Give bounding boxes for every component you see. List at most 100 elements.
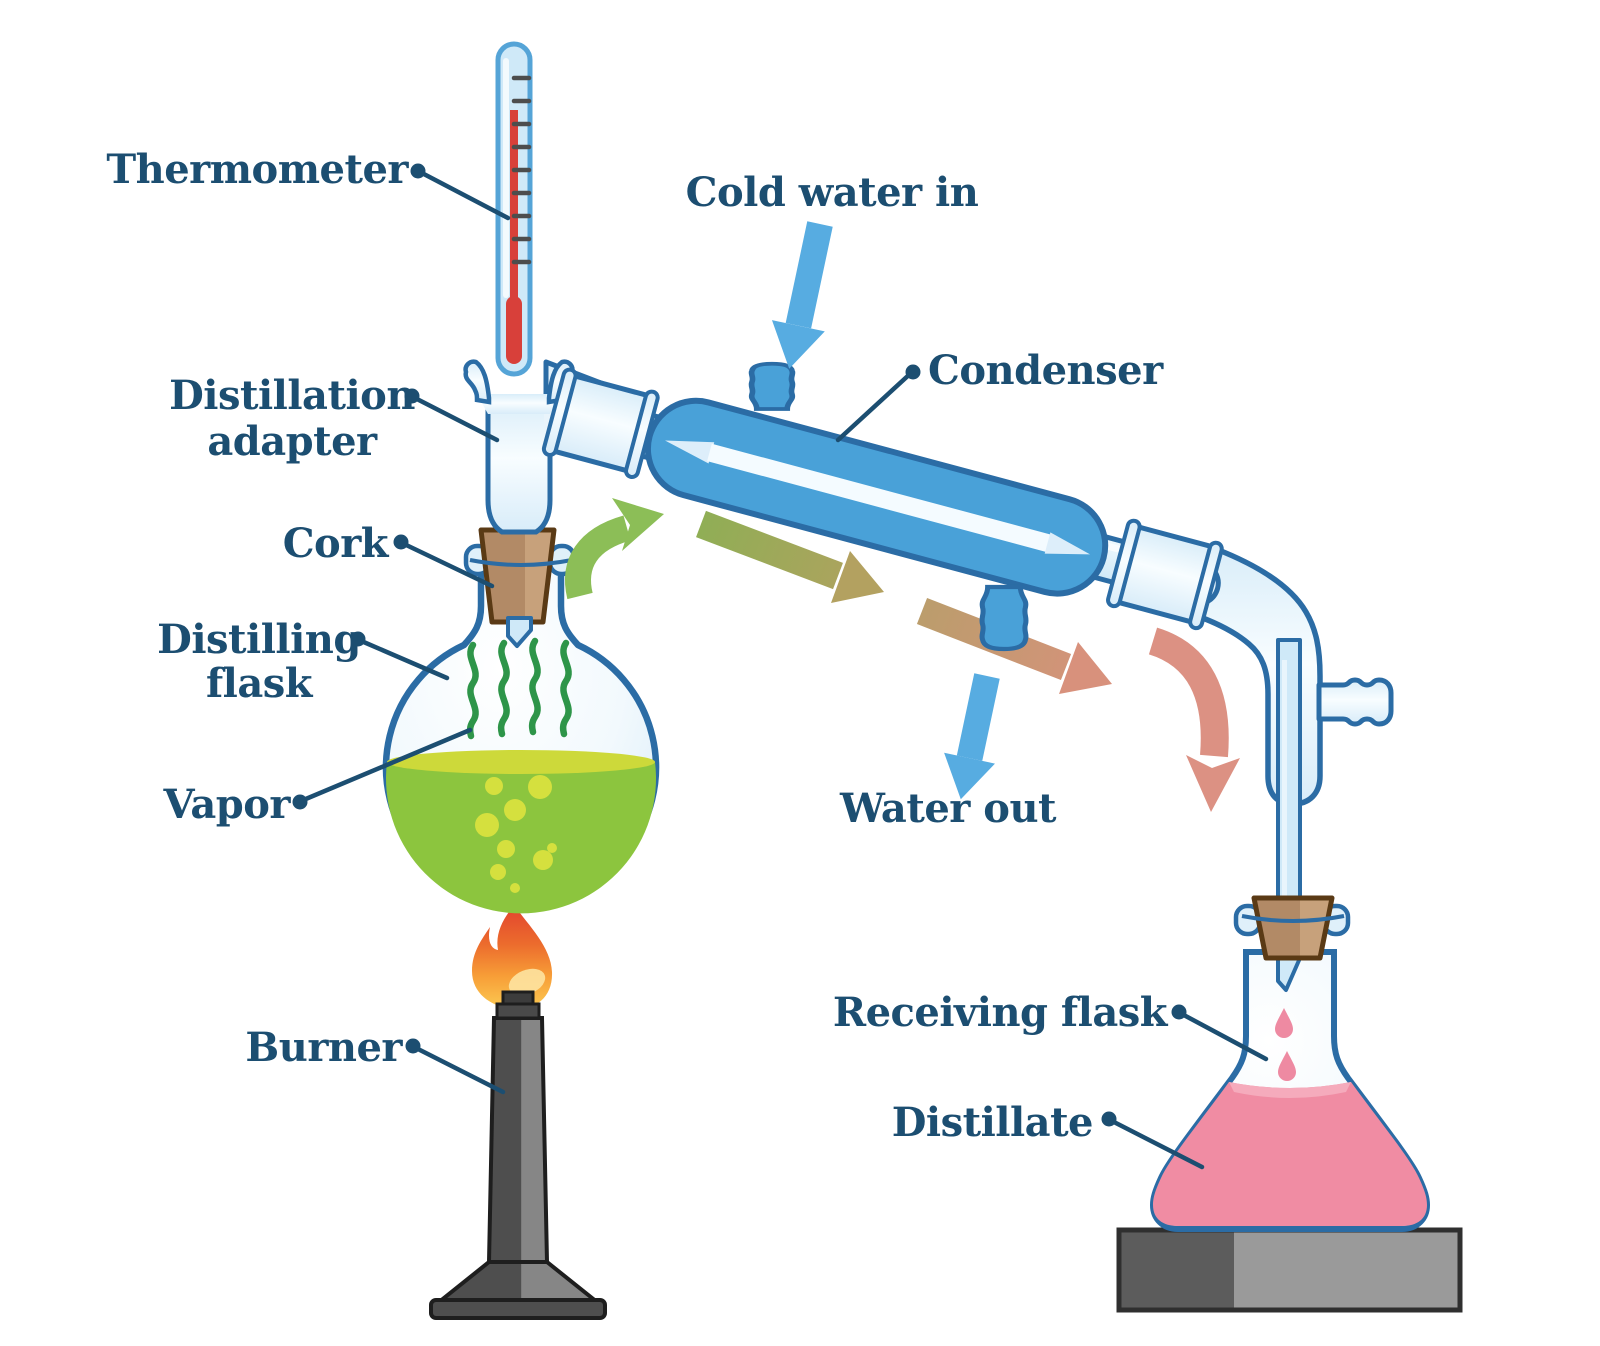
distillate-drip-arrow xyxy=(1148,627,1240,812)
jacket-funnel-left xyxy=(665,440,715,464)
label-receiving-flask: Receiving flask xyxy=(833,989,1169,1036)
label-burner: Burner xyxy=(245,1024,403,1071)
label-thermometer: Thermometer xyxy=(106,146,409,193)
arrow-shaft xyxy=(1148,627,1229,758)
leader-dot xyxy=(404,388,420,404)
arrow-head xyxy=(612,498,664,551)
arrow-head xyxy=(771,320,825,369)
drop-icon xyxy=(1278,1051,1296,1081)
bubble xyxy=(497,840,515,858)
label-distillation-adapter-line1: Distillation xyxy=(169,372,415,419)
hose-barb xyxy=(1316,677,1394,727)
bubble xyxy=(510,883,520,893)
distilling-flask xyxy=(382,527,660,914)
mercury-bulb xyxy=(506,296,522,364)
leader-receiving-flask xyxy=(1177,1010,1269,1062)
arrow-head xyxy=(944,752,995,800)
adapter-body xyxy=(485,395,553,535)
leader-thermometer xyxy=(417,169,511,221)
mercury-column xyxy=(510,110,518,310)
arrow-shaft xyxy=(565,515,631,600)
thermometer-tube-highlight xyxy=(503,58,509,298)
water-outlet-barb xyxy=(979,584,1029,652)
label-distilling-flask-line1: Distilling xyxy=(157,616,361,663)
drop-icon xyxy=(1275,1008,1293,1038)
distillate-liquid xyxy=(1153,1082,1427,1226)
water-out-arrow xyxy=(944,673,1000,800)
bubble xyxy=(547,843,557,853)
leader-distillation-adapter xyxy=(410,394,500,443)
label-condenser: Condenser xyxy=(928,347,1164,394)
flask-rim-line xyxy=(469,558,573,567)
distillate-surface xyxy=(1229,1082,1351,1098)
bubble xyxy=(504,799,526,821)
joint-lip xyxy=(541,367,578,457)
joint-lip xyxy=(1106,518,1142,609)
joint-lip xyxy=(1188,540,1224,631)
bubble xyxy=(475,813,499,837)
condensate-arrow-head xyxy=(1059,642,1112,694)
flame-highlight xyxy=(508,968,546,996)
leader-distillate xyxy=(1107,1117,1205,1170)
arrow-shaft xyxy=(956,673,1000,761)
bubbles xyxy=(475,775,557,893)
bubble xyxy=(485,777,503,795)
label-vapor: Vapor xyxy=(162,781,291,828)
leader-dot xyxy=(1171,1004,1187,1020)
platform-shadow xyxy=(1119,1230,1234,1310)
cold-water-in-arrow xyxy=(771,221,833,369)
label-water-out: Water out xyxy=(839,785,1057,832)
label-distilling-flask-line2: flask xyxy=(206,660,314,707)
condenser xyxy=(541,361,1224,652)
adapter-socket-horn-left xyxy=(463,359,492,405)
platform xyxy=(1116,1227,1463,1313)
burner-base-slab xyxy=(429,1298,607,1320)
cork-receiving-outline xyxy=(1251,895,1335,961)
label-cork: Cork xyxy=(283,520,390,567)
receiving-flask-cork xyxy=(1233,895,1351,1081)
leader-dot xyxy=(1101,1111,1117,1127)
label-cold-water-in: Cold water in xyxy=(686,169,979,216)
jacket-funnel-right xyxy=(1044,532,1091,555)
vapor-through-condenser-arrow xyxy=(696,510,884,603)
joint-lip xyxy=(624,389,660,479)
thermometer-ticks xyxy=(511,75,532,265)
labels: Thermometer Cold water in Condenser Dist… xyxy=(106,146,1269,1170)
jacket-stripe xyxy=(707,443,1052,553)
vapor-squiggle xyxy=(528,637,541,736)
leader-dot xyxy=(905,364,921,380)
leader-condenser xyxy=(835,370,914,443)
label-distillate: Distillate xyxy=(892,1099,1093,1146)
leader-cork xyxy=(399,540,495,589)
leader-dot xyxy=(292,794,308,810)
burner-nozzle-collar xyxy=(495,1002,541,1020)
liquid-surface xyxy=(387,750,655,774)
bubble xyxy=(533,850,553,870)
receiving-flask xyxy=(1149,949,1431,1232)
boiling-liquid xyxy=(386,762,657,914)
cork-receiving-highlight xyxy=(1300,898,1332,958)
leader-distilling-flask xyxy=(356,637,450,681)
arrow-shaft xyxy=(696,510,843,590)
leader-dot xyxy=(410,163,426,179)
adapter-socket-funnel xyxy=(477,394,561,414)
leader-burner xyxy=(411,1044,506,1095)
bubble xyxy=(528,775,552,799)
distillate-drops xyxy=(1275,1008,1296,1081)
burner-stem xyxy=(486,1016,550,1264)
vapor-rise-arrow xyxy=(565,498,664,600)
vapor-squiggle xyxy=(497,639,510,738)
arrow-shaft xyxy=(785,221,833,329)
leader-dot xyxy=(405,1038,421,1054)
arrow-head xyxy=(1186,755,1240,812)
drip-tube-highlight xyxy=(1282,660,1287,950)
vapor-lines xyxy=(466,637,572,740)
label-distillation-adapter-line2: adapter xyxy=(207,418,378,465)
water-inlet-barb xyxy=(748,361,796,411)
leader-dot xyxy=(350,631,366,647)
leader-dot xyxy=(393,534,409,550)
leader-vapor xyxy=(298,727,473,804)
thermometer xyxy=(495,41,533,377)
burner-base xyxy=(433,1260,603,1304)
